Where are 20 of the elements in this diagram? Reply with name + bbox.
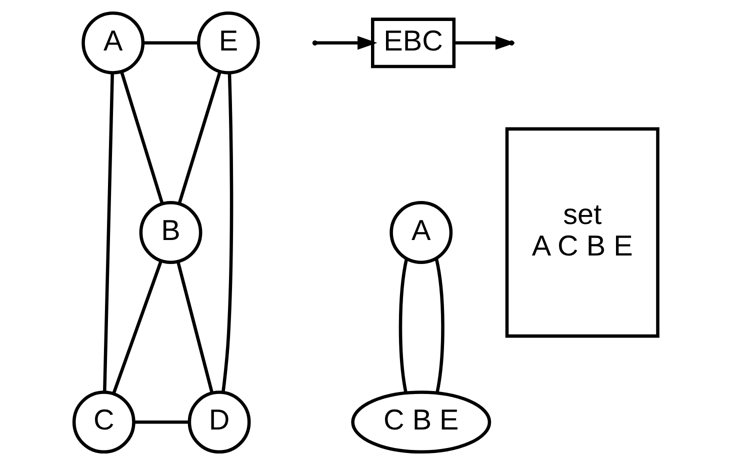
connector: [434, 258, 444, 393]
node-box: EBC: [370, 18, 456, 68]
node-circle: D: [187, 390, 250, 454]
node-circle: C: [72, 390, 135, 454]
node-circle: E: [196, 11, 260, 74]
connector: [220, 72, 233, 393]
connector: [176, 260, 214, 394]
connector: [119, 70, 164, 204]
connector: [102, 73, 114, 392]
node-circle: A: [389, 201, 452, 264]
node-circle: A: [81, 11, 144, 74]
arrow: [316, 36, 377, 50]
node-ellipse: C B E: [350, 390, 491, 454]
connector: [142, 41, 198, 45]
connector: [398, 258, 408, 394]
node-box: set A C B E: [504, 127, 659, 338]
connector: [177, 70, 222, 204]
connector: [133, 420, 189, 424]
connector: [112, 260, 162, 394]
node-circle: B: [138, 201, 202, 264]
